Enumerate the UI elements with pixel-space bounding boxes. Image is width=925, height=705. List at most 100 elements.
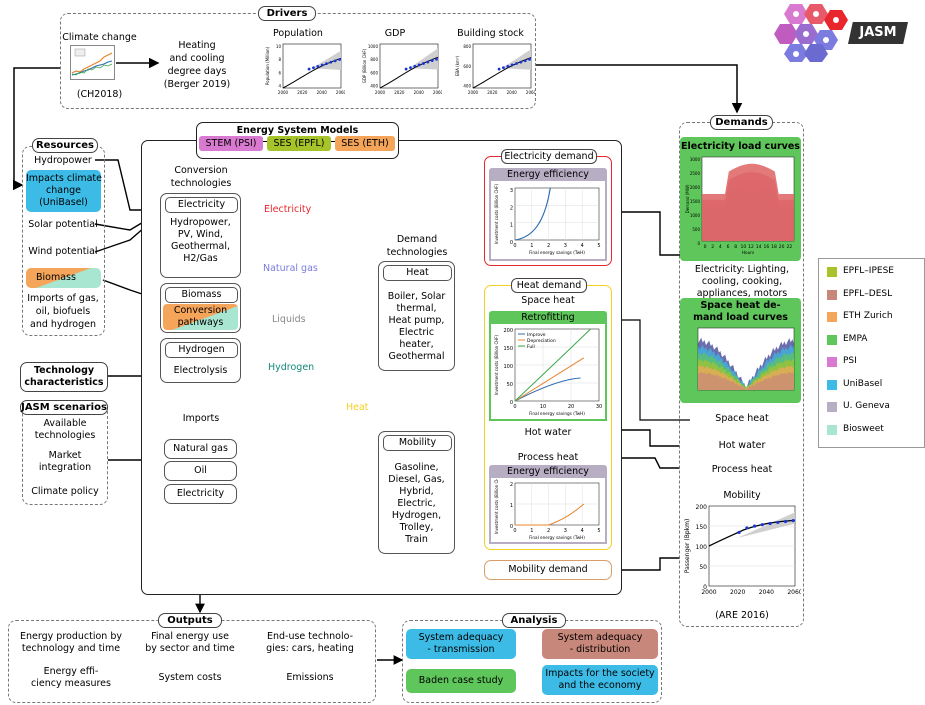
electricity-tech-line-3: Geothermal, [170,241,231,252]
y-tick-label: 500 [692,227,700,232]
x-tick-label: 1 [530,528,533,534]
legend-label: PSI [843,356,857,366]
carrier-natural-gas-label: Natural gas [263,263,318,274]
analysis-1-line-1: System adequacy [418,632,504,643]
x-tick-label: 0 [513,528,516,534]
full-curve [514,328,591,402]
mobility-tech-line-2: Diesel, Gas, [388,474,445,485]
y-tick-label: 400 [370,84,378,89]
y-tick-label: 2000 [690,185,701,190]
x-tick-label: 2 [547,528,550,534]
heat-space-heat-label: Space heat [521,295,575,306]
x-tick-label: 2060 [526,90,535,95]
uncertainty-band [312,50,341,70]
mobility-tech-title: Mobility [383,435,452,451]
x-tick-label: 20 [779,244,785,250]
electricity-tech-line-2: PV, Wind, [177,229,224,240]
retrofitting-frame [489,324,607,421]
electricity-tech-line-4: H2/Gas [183,253,218,264]
retrofitting-title: Retrofitting [489,311,607,324]
output-4-line-1: Energy effi- [43,666,99,677]
y-tick-label: 600 [463,64,471,69]
demand-hot-water: Hot water [718,440,766,451]
improve-curve [514,377,581,402]
heat-tech-line-2: thermal, [396,303,437,314]
legend-label: Biosweet [843,423,884,434]
plot-frame [514,187,600,241]
x-tick-label: 2000 [701,589,716,596]
space-heat-load-curves-chart [697,327,795,391]
analysis-1-line-2: - transmission [427,644,495,655]
x-tick-label: 2040 [759,589,774,596]
x-tick-label: 20 [568,404,574,410]
jasm-label: JASM [848,22,908,44]
x-tick-label: 2040 [414,90,425,95]
projection-point [752,524,757,528]
import-natural-gas-label: Natural gas [173,443,228,454]
jasm-hexagon-logo [774,4,848,62]
conversion-heading-1: Conversion [174,165,228,176]
x-axis-label: Final energy savings (TwH) [529,535,585,540]
y-tick-label: 50 [507,382,513,388]
projection-point [760,523,764,527]
import-oil-label: Oil [194,465,207,476]
esm-title: Energy System Models [236,125,359,136]
heat-tech-line-4: Electric [398,327,435,338]
analysis-title: Analysis [502,613,566,628]
conversion-pathways-line-2: pathways [177,317,224,328]
legend-label: EMPA [843,333,868,344]
hydrogen-tech-box: Hydrogen Electrolysis [160,338,241,383]
scenario-3: Climate policy [31,486,99,497]
legend-swatch [827,267,837,277]
projection-point [497,67,501,71]
x-tick-label: 2060 [336,90,345,95]
demand-mobility: Mobility [723,490,761,501]
x-tick-label: 22 [786,244,792,250]
y-tick-label: 0 [510,400,513,406]
scenarios-title: JASM scenarios [20,400,108,415]
output-3-line-1: End-use technolo- [266,631,354,642]
tech-char-line-1: Technology [33,365,95,376]
hdd-line-3: degree days [167,66,227,77]
electricity-tech-box: Electricity Hydropower, PV, Wind, Geothe… [160,193,241,278]
y-axis-label: EBA (km²) [455,55,460,76]
imports-line-3: and hydrogen [30,319,96,330]
x-tick-label: 30 [596,404,602,410]
analysis-4-line-1: Impacts for the society [545,668,655,679]
projection-point [422,62,425,65]
y-tick-label: 1000 [368,44,379,49]
climate-change-chart [70,45,115,80]
x-tick-label: 2020 [394,90,405,95]
x-tick-label: 2040 [317,90,328,95]
demand-space-heat: Space heat [715,413,769,424]
history-line [379,56,439,89]
projection-point [502,66,505,70]
x-tick-label: 10 [540,404,546,410]
cost-curve [515,503,585,526]
projection-point [325,62,328,66]
x-tick-label: 6 [727,244,730,250]
heat-tech-box: Heat Boiler, Solar thermal, Heat pump, E… [378,261,455,371]
imports-line-2: oil, biofuels [35,306,91,317]
analysis-2-line-1: System adequacy [557,632,643,643]
y-tick-label: 2500 [690,171,701,176]
heat-tech-line-3: Heat pump, [388,315,445,326]
legend-label: EPFL–DESL [843,288,893,299]
output-4-line-2: ciency measures [31,678,111,689]
ses-epfl-badge: SES (EPFL) [267,136,331,151]
heat-ee-frame [489,478,607,544]
x-tick-label: 2060 [787,589,801,596]
x-axis-label: Final energy savings (TwH) [529,250,585,255]
x-tick-label: 5 [597,528,600,534]
legend-swatch [827,424,837,435]
hdd-line-1: Heating [178,40,216,51]
scenario-1-line-2: technologies [34,430,96,441]
projection-point [510,63,514,67]
elec-uses-line-2: cooling, cooking, [701,276,783,287]
mobility-tech-box: Mobility Gasoline, Diesel, Gas, Hybrid, … [378,431,455,554]
